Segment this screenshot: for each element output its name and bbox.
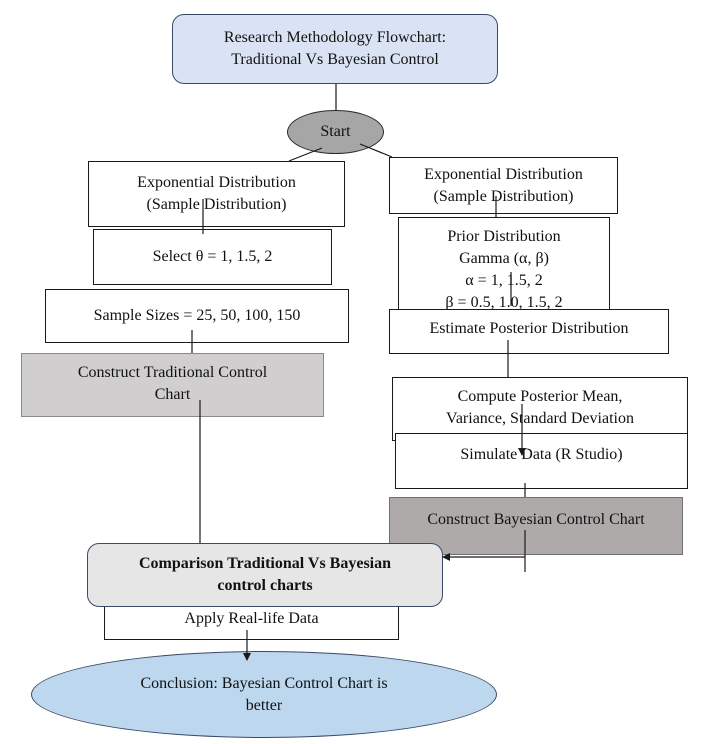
conclusion-line-1: Conclusion: Bayesian Control Chart is bbox=[140, 674, 388, 692]
conclusion-node: Conclusion: Bayesian Control Chart is be… bbox=[31, 651, 497, 738]
simulate-data-label: Simulate Data (R Studio) bbox=[460, 446, 623, 463]
prior-line-2: Gamma (α, β) bbox=[459, 250, 549, 267]
prior-line-1: Prior Distribution bbox=[447, 228, 561, 245]
comparison-box: Comparison Traditional Vs Bayesian contr… bbox=[87, 543, 443, 607]
select-theta-label: Select θ = 1, 1.5, 2 bbox=[152, 248, 273, 265]
title-line-2: Traditional Vs Bayesian Control bbox=[231, 51, 439, 68]
prior-line-4: β = 0.5, 1.0, 1.5, 2 bbox=[445, 294, 563, 311]
left-distribution-box: Exponential Distribution (Sample Distrib… bbox=[88, 161, 345, 227]
comparison-line-1: Comparison Traditional Vs Bayesian bbox=[138, 555, 392, 572]
right-distribution-line-1: Exponential Distribution bbox=[424, 165, 583, 183]
comparison-line-2: control charts bbox=[217, 577, 313, 594]
traditional-chart-line-2: Chart bbox=[154, 386, 191, 403]
title-box: Research Methodology Flowchart: Traditio… bbox=[172, 14, 498, 84]
apply-data-label: Apply Real-life Data bbox=[184, 610, 319, 627]
compute-posterior-line-2: Variance, Standard Deviation bbox=[446, 410, 634, 427]
estimate-posterior-label: Estimate Posterior Distribution bbox=[429, 320, 629, 337]
sample-sizes-box: Sample Sizes = 25, 50, 100, 150 bbox=[45, 289, 349, 343]
conclusion-line-2: better bbox=[245, 696, 283, 714]
start-node: Start bbox=[287, 110, 384, 154]
compute-posterior-box: Compute Posterior Mean, Variance, Standa… bbox=[392, 377, 688, 441]
left-distribution-line-2: (Sample Distribution) bbox=[146, 196, 287, 213]
sample-sizes-label: Sample Sizes = 25, 50, 100, 150 bbox=[93, 307, 301, 324]
simulate-data-box: Simulate Data (R Studio) bbox=[395, 433, 688, 489]
traditional-chart-box: Construct Traditional Control Chart bbox=[21, 353, 324, 417]
estimate-posterior-box: Estimate Posterior Distribution bbox=[389, 309, 669, 354]
title-line-1: Research Methodology Flowchart: bbox=[223, 29, 447, 46]
traditional-chart-line-1: Construct Traditional Control bbox=[77, 364, 268, 381]
bayesian-chart-label: Construct Bayesian Control Chart bbox=[427, 511, 645, 528]
select-theta-box: Select θ = 1, 1.5, 2 bbox=[93, 229, 332, 285]
prior-distribution-box: Prior Distribution Gamma (α, β) α = 1, 1… bbox=[398, 217, 610, 313]
right-distribution-box: Exponential Distribution (Sample Distrib… bbox=[389, 157, 618, 214]
compute-posterior-line-1: Compute Posterior Mean, bbox=[457, 388, 623, 405]
prior-line-3: α = 1, 1.5, 2 bbox=[465, 272, 543, 289]
left-distribution-line-1: Exponential Distribution bbox=[137, 174, 296, 191]
right-distribution-line-2: (Sample Distribution) bbox=[433, 187, 574, 205]
start-label: Start bbox=[320, 123, 351, 140]
